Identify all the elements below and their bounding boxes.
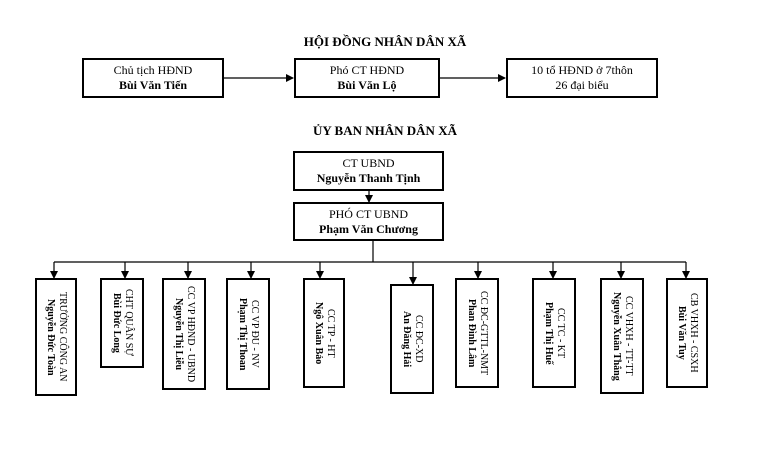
unit-name: Phan Đình Lâm [466,298,477,368]
unit-title: CC VP ĐU - NV [249,300,260,368]
council-vice-chairman-name: Bùi Văn Lộ [337,78,397,92]
committee-vice-chairman-box: PHÓ CT UBND Phạm Văn Chương [293,202,444,241]
unit-drop-arrows [50,262,690,285]
council-delegates-line1: 10 tổ HĐND ở 7thôn [531,63,633,77]
committee-vice-chairman-title: PHÓ CT UBND [328,206,409,221]
unit-title: CC VHXH - TT-TT [623,296,634,376]
unit-title: CC ĐC-XD [413,315,424,363]
council-chairman-name: Bùi Văn Tiến [118,78,188,92]
committee-heading: ỦY BAN NHÂN DÂN XÃ [313,123,457,138]
council-delegates-line2: 26 đại biểu [555,78,609,92]
unit-title: TRƯỞNG CÔNG AN [57,292,68,382]
unit-name: Bùi Đức Long [111,293,122,353]
unit-name: Nguyễn Đức Toàn [45,298,56,376]
unit-name: Bùi Văn Tuy [676,306,687,360]
unit-name: Phạm Thị Huế [543,301,554,365]
council-vice-chairman-title: Phó CT HĐND [329,63,405,77]
committee-chairman-name: Nguyễn Thanh Tịnh [316,171,421,185]
unit-title: CB VHXH - CSXH [688,293,699,373]
unit-name: Ngô Xuân Bảo [313,301,324,365]
unit-title: CC TP - HT [325,308,336,358]
council-chairman-title: Chủ tịch HĐND [113,63,193,77]
unit-title: CHT QUÂN SỰ [123,289,134,357]
council-delegates-box: 10 tổ HĐND ở 7thôn 26 đại biểu [506,58,658,98]
council-heading: HỘI ĐỒNG NHÂN DÂN XÃ [303,34,467,49]
unit-name: An Đăng Hải [401,310,412,368]
council-chairman-box: Chủ tịch HĐND Bùi Văn Tiến [82,58,224,98]
unit-name: Phạm Thị Thoan [237,297,248,371]
unit-title: CC TC - KT [555,307,566,359]
unit-title: CC VP HĐND - UBND [185,285,196,383]
unit-name: Nguyễn Thị Liễu [173,297,184,371]
unit-name: Nguyễn Xuân Thắng [611,291,622,381]
committee-vice-chairman-name: Phạm Văn Chương [319,221,418,236]
council-vice-chairman-box: Phó CT HĐND Bùi Văn Lộ [294,58,440,98]
committee-chairman-title: CT UBND [342,156,395,170]
unit-title: CC ĐC-GTTL-NMT [478,290,489,376]
committee-chairman-box: CT UBND Nguyễn Thanh Tịnh [293,151,444,191]
